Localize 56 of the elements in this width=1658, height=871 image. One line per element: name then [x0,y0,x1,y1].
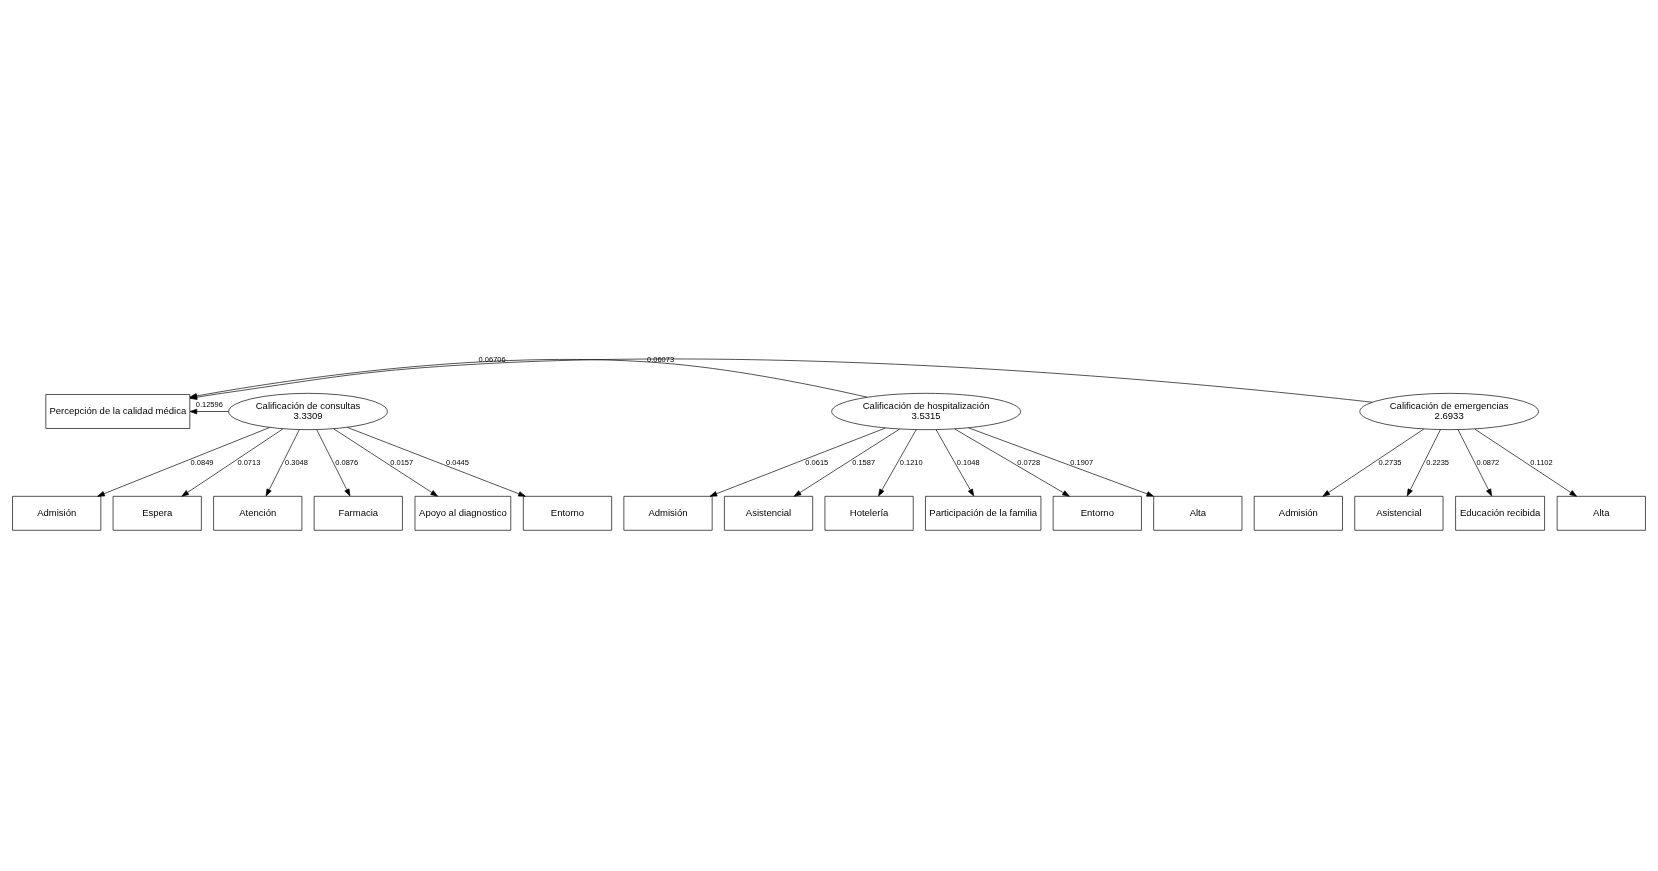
edge-label: 0.0157 [390,457,414,467]
arrow [1406,428,1441,496]
arrow [954,428,1070,497]
arrow [793,428,900,497]
edge-label: 0.06073 [647,354,675,364]
node-box: Asistencial [1354,495,1444,531]
node-box: Atención [213,495,303,531]
edge-label: 0.2235 [1426,457,1450,467]
arrow [709,427,886,497]
node-box: Farmacia [313,495,403,531]
arrow [878,428,917,496]
node-box: Hotelería [824,495,914,531]
edge-label: 0.0615 [805,457,829,467]
node-box: Entorno [1052,495,1142,531]
edge-label: 0.1102 [1530,457,1553,467]
arrow [935,428,975,496]
edge-label: 0.0728 [1017,457,1041,467]
arrow [265,428,300,496]
edge-label: 0.0876 [335,457,359,467]
arrow [1457,428,1492,496]
edge-label: 0.0713 [237,457,261,467]
edge-label: 0.3048 [285,457,308,467]
edge-label: 0.12596 [195,399,223,409]
node-box: Participación de la familia [925,495,1042,531]
arrow [181,428,284,497]
edge-label: 0.1587 [852,457,876,467]
node-box: Percepción de la calidad médica [45,393,191,429]
node-box: Educación recibida [1455,495,1545,531]
arrow [97,426,270,497]
node-box: Admisión [1253,495,1343,531]
arrow [333,428,438,497]
node-box: Entorno [523,495,612,531]
arrow [189,408,229,414]
node-box: Admisión [623,495,713,531]
node-ellipse: Calificación de emergencias 2.6933 [1359,392,1539,430]
edge-label: 0.1048 [956,457,980,467]
edge-label: 0.0445 [446,457,469,467]
edge-label: 0.0872 [1476,457,1500,467]
node-box: Alta [1556,495,1646,531]
edge-label: 0.2735 [1378,457,1402,467]
node-ellipse: Calificación de hospitalización 3.5315 [831,392,1021,430]
edge-label: 0.1907 [1070,457,1094,467]
node-box: Espera [112,495,202,531]
arrow [968,427,1154,497]
edge-label: 0.1210 [899,457,923,467]
node-box: Asistencial [724,495,814,531]
edge-label: 0.06706 [478,354,506,364]
edge-label: 0.0849 [190,457,214,467]
node-box: Admisión [12,495,102,531]
arrow [347,426,526,497]
node-box: Apoyo al diagnostico [414,495,512,531]
arrow [1322,428,1425,497]
arrow [316,428,351,496]
node-box: Alta [1153,495,1243,531]
node-ellipse: Calificación de consultas 3.3309 [228,392,388,430]
arrow [1474,428,1577,497]
